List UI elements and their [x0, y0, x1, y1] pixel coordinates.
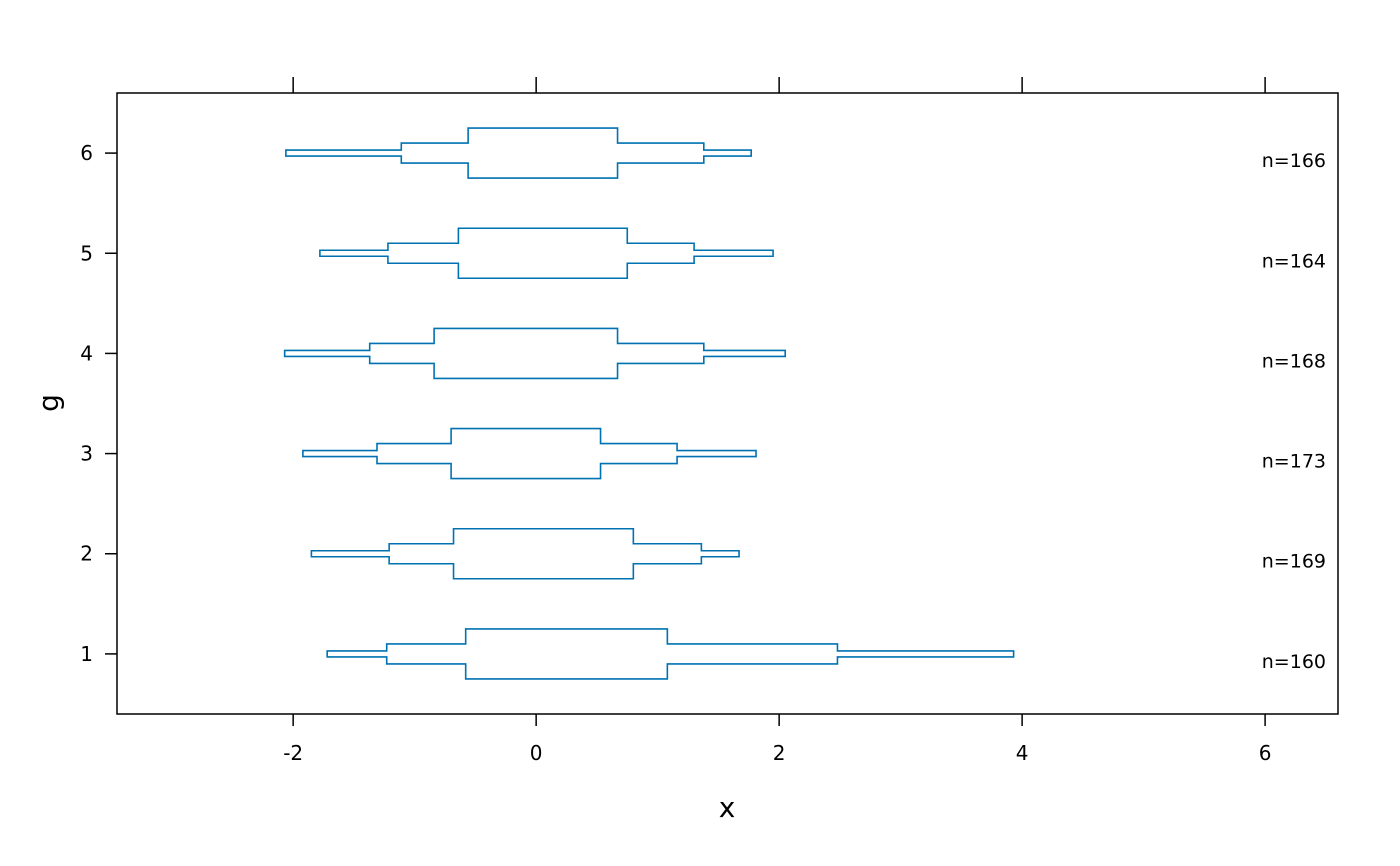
n-label: n=168 [1262, 350, 1326, 372]
x-tick-label: 0 [530, 741, 543, 765]
box-group-5 [319, 227, 774, 280]
x-tick-label: -2 [283, 741, 303, 765]
axis-ticks: -2 0 2 4 6 1 2 3 4 5 6 [80, 77, 1271, 765]
n-label: n=169 [1262, 551, 1326, 573]
box-group-3 [302, 427, 757, 480]
x-tick-label: 2 [773, 741, 786, 765]
x-axis-title: x [719, 791, 736, 824]
y-tick-label: 3 [80, 442, 93, 466]
n-label: n=166 [1262, 150, 1326, 172]
box-group-1 [326, 628, 1015, 680]
y-tick-label: 2 [80, 542, 93, 566]
n-label: n=173 [1262, 451, 1326, 473]
y-tick-label: 1 [80, 642, 93, 666]
plot-panel [116, 92, 1339, 715]
y-tick-label: 5 [80, 241, 93, 265]
n-label: n=160 [1262, 651, 1326, 673]
x-tick-label: 6 [1259, 741, 1272, 765]
n-label: n=164 [1262, 250, 1326, 272]
y-tick-label: 6 [80, 141, 93, 165]
box-group-2 [310, 527, 740, 580]
box-group-6 [285, 127, 752, 179]
y-tick-label: 4 [80, 341, 93, 365]
n-labels-layer: n=160 n=169 n=173 n=168 n=164 n=166 [1262, 150, 1326, 673]
x-tick-label: 4 [1016, 741, 1029, 765]
box-group-4 [283, 327, 787, 380]
boxes-layer [283, 127, 1015, 680]
y-axis-title: g [32, 394, 65, 412]
